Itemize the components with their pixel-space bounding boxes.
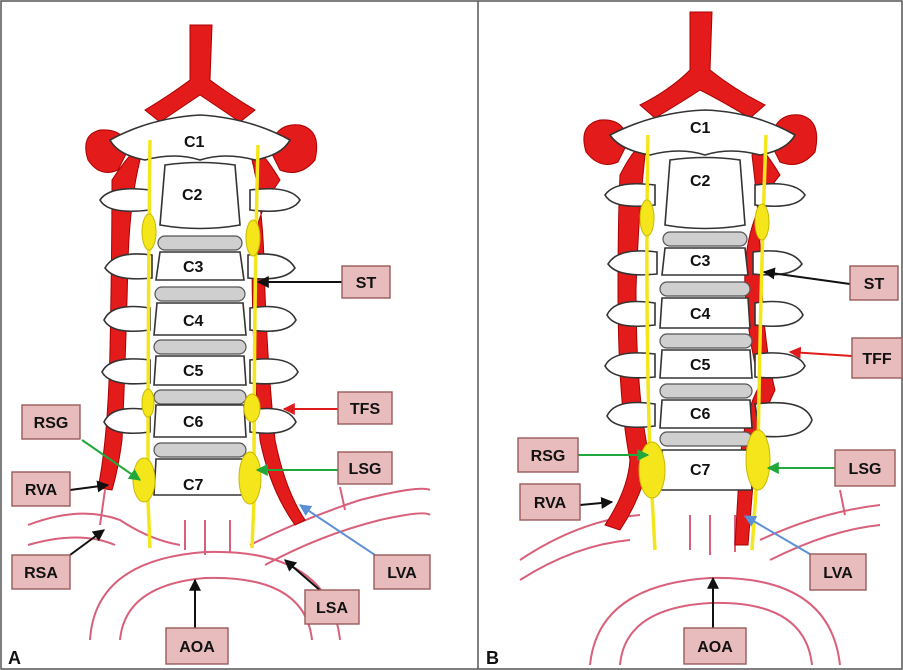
right-stellate-ganglion <box>133 458 155 502</box>
vertebra-label: C2 <box>690 173 711 190</box>
svg-text:ST: ST <box>356 275 377 292</box>
label-st: ST <box>850 266 898 300</box>
vertebra-label: C3 <box>183 259 204 276</box>
panel-a: C1 C2 C3 C4 C5 C6 C7 ST TFS RSG <box>8 25 430 668</box>
svg-text:RSG: RSG <box>531 448 566 465</box>
panel-letter-a: A <box>8 648 21 668</box>
c2-right-process <box>100 189 150 212</box>
svg-text:LSA: LSA <box>316 600 348 617</box>
left-stellate-ganglion <box>746 430 770 490</box>
svg-text:RSA: RSA <box>24 565 58 582</box>
c5-left-process <box>250 359 298 384</box>
vertebra-label: C4 <box>690 306 711 323</box>
vertebra-label: C7 <box>690 462 711 479</box>
panel-b-vertebral-bodies <box>660 158 752 491</box>
svg-text:LSG: LSG <box>849 461 882 478</box>
label-rsg: RSG <box>518 438 578 472</box>
panel-a-vessels <box>28 487 430 640</box>
vertebra-label: C5 <box>690 357 711 374</box>
disc-c2-c3 <box>663 232 747 246</box>
svg-text:ST: ST <box>864 276 885 293</box>
rva-arrow <box>580 502 612 505</box>
left-middle-ganglion <box>244 394 260 422</box>
right-subclavian-lower <box>520 540 630 580</box>
svg-text:TFS: TFS <box>350 401 381 418</box>
label-rsa: RSA <box>12 555 70 589</box>
label-aoa: AOA <box>684 628 746 664</box>
label-rsg: RSG <box>22 405 80 439</box>
disc-c6-c7 <box>154 443 246 457</box>
label-lva: LVA <box>374 555 430 589</box>
svg-text:RVA: RVA <box>25 482 58 499</box>
label-lsa: LSA <box>305 590 359 624</box>
right-middle-ganglion <box>142 389 154 417</box>
c6-left-process <box>755 403 812 437</box>
svg-text:RVA: RVA <box>534 495 567 512</box>
svg-text:LSG: LSG <box>349 461 382 478</box>
aortic-arch-outer <box>90 552 340 640</box>
vertebra-label: C2 <box>182 187 203 204</box>
left-stellate-ganglion <box>239 452 261 504</box>
disc-c6-c7 <box>660 432 752 446</box>
left-subclavian-upper <box>250 489 430 545</box>
panel-b: C1 C2 C3 C4 C5 C6 C7 ST TFF RSG LSG <box>486 12 902 668</box>
left-superior-ganglion <box>246 220 260 256</box>
right-stellate-ganglion <box>639 442 665 498</box>
vertebra-label: C5 <box>183 363 204 380</box>
c2-body <box>665 158 745 229</box>
right-small-branch <box>100 490 105 525</box>
vertebra-label: C6 <box>690 406 711 423</box>
right-superior-ganglion <box>640 200 654 236</box>
svg-text:LVA: LVA <box>823 565 853 582</box>
svg-text:AOA: AOA <box>179 639 215 656</box>
basilar-artery <box>640 12 765 118</box>
right-superior-ganglion <box>142 214 156 250</box>
vertebra-label: C3 <box>690 253 711 270</box>
disc-c5-c6 <box>660 384 752 398</box>
label-st: ST <box>342 266 390 298</box>
disc-c4-c5 <box>660 334 752 348</box>
label-rva: RVA <box>520 484 580 520</box>
lsa-arrow <box>285 560 322 592</box>
svg-text:RSG: RSG <box>34 415 69 432</box>
vertebra-label: C1 <box>184 134 205 151</box>
vertebra-label: C7 <box>183 477 204 494</box>
vertebra-label: C4 <box>183 313 204 330</box>
c3-right-process <box>608 251 657 275</box>
c5-left-process <box>755 353 805 378</box>
left-superior-ganglion <box>755 204 769 240</box>
vertebra-label: C1 <box>690 120 711 137</box>
disc-c3-c4 <box>660 282 750 296</box>
label-tff: TFF <box>852 338 902 378</box>
label-rva: RVA <box>12 472 70 506</box>
disc-c4-c5 <box>154 340 246 354</box>
right-subclavian-lower <box>28 538 115 546</box>
basilar-artery <box>145 25 255 122</box>
label-lva: LVA <box>810 554 866 590</box>
label-lsg: LSG <box>835 450 895 486</box>
vertebra-label: C6 <box>183 414 204 431</box>
panel-letter-b: B <box>486 648 499 668</box>
st-arrow <box>764 272 850 284</box>
svg-text:LVA: LVA <box>387 565 417 582</box>
rsa-arrow <box>70 530 104 555</box>
label-lsg: LSG <box>338 452 392 484</box>
disc-c3-c4 <box>155 287 245 301</box>
svg-text:AOA: AOA <box>697 639 733 656</box>
label-tfs: TFS <box>338 392 392 424</box>
disc-c2-c3 <box>158 236 242 250</box>
disc-c5-c6 <box>154 390 246 404</box>
svg-text:TFF: TFF <box>862 351 892 368</box>
label-aoa: AOA <box>166 628 228 664</box>
tff-arrow <box>790 352 852 356</box>
c4-left-process <box>250 307 296 332</box>
